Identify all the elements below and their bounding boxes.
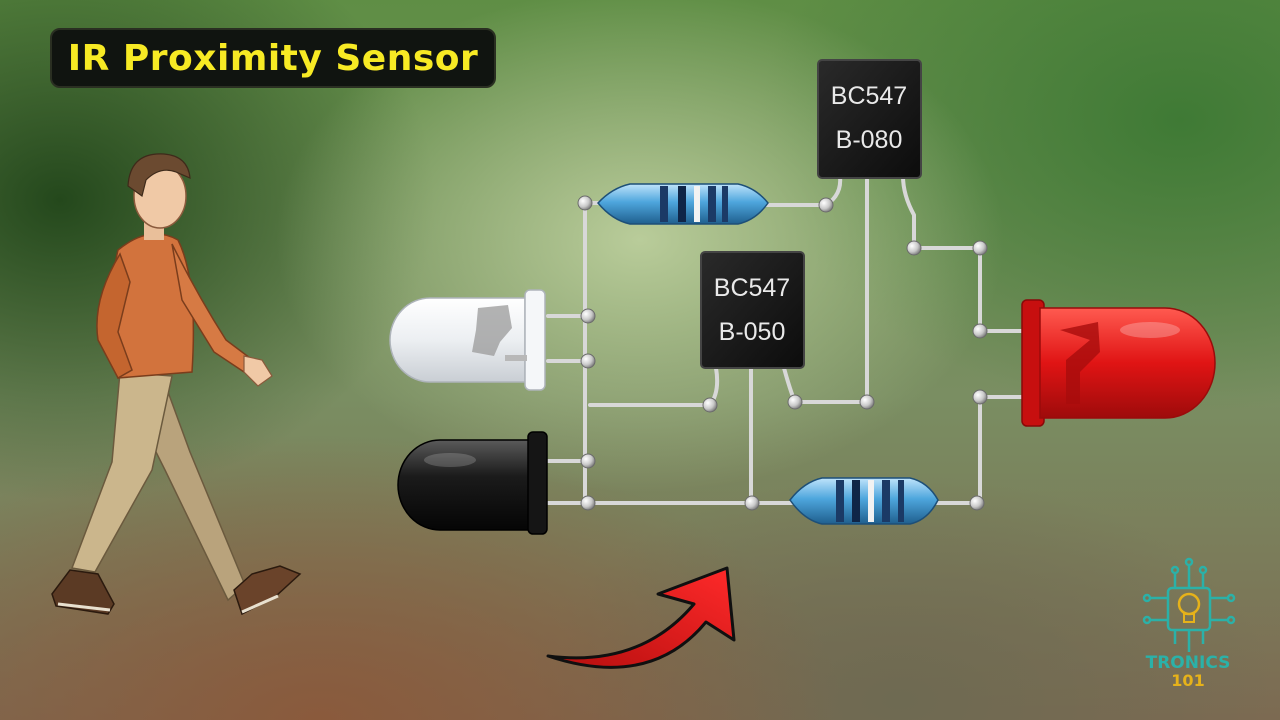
ir-receiver-photodiode	[397, 431, 548, 535]
page-title: IR Proximity Sensor	[67, 37, 479, 79]
resistor-top	[597, 183, 769, 225]
transistor-2-code-label: B-050	[719, 318, 786, 346]
ir-emitter-led	[389, 289, 546, 391]
brand-logo: TRONICS 101	[1142, 557, 1236, 690]
transistor-1-part-label: BC547	[831, 82, 907, 110]
brand-number: 101	[1171, 671, 1204, 690]
transistor-1: BC547 B-080	[817, 59, 922, 179]
direction-arrow	[546, 566, 736, 669]
transistor-1-code-label: B-080	[836, 126, 903, 154]
wire-t1-to-led	[912, 246, 1032, 333]
bulb	[1177, 592, 1201, 623]
solder-nodes	[577, 195, 988, 511]
red-indicator-led	[1021, 299, 1216, 427]
transistor-2: BC547 B-050	[700, 251, 805, 369]
walking-person-illustration	[51, 153, 302, 616]
circuit-bulb-icon	[1142, 557, 1236, 652]
t1-leg-collector	[901, 174, 916, 250]
title-badge: IR Proximity Sensor	[50, 28, 496, 88]
resistor-bottom	[789, 477, 939, 525]
wire-t2-to-t1	[793, 178, 869, 404]
brand-name: TRONICS	[1146, 653, 1231, 673]
transistor-2-part-label: BC547	[714, 274, 790, 302]
